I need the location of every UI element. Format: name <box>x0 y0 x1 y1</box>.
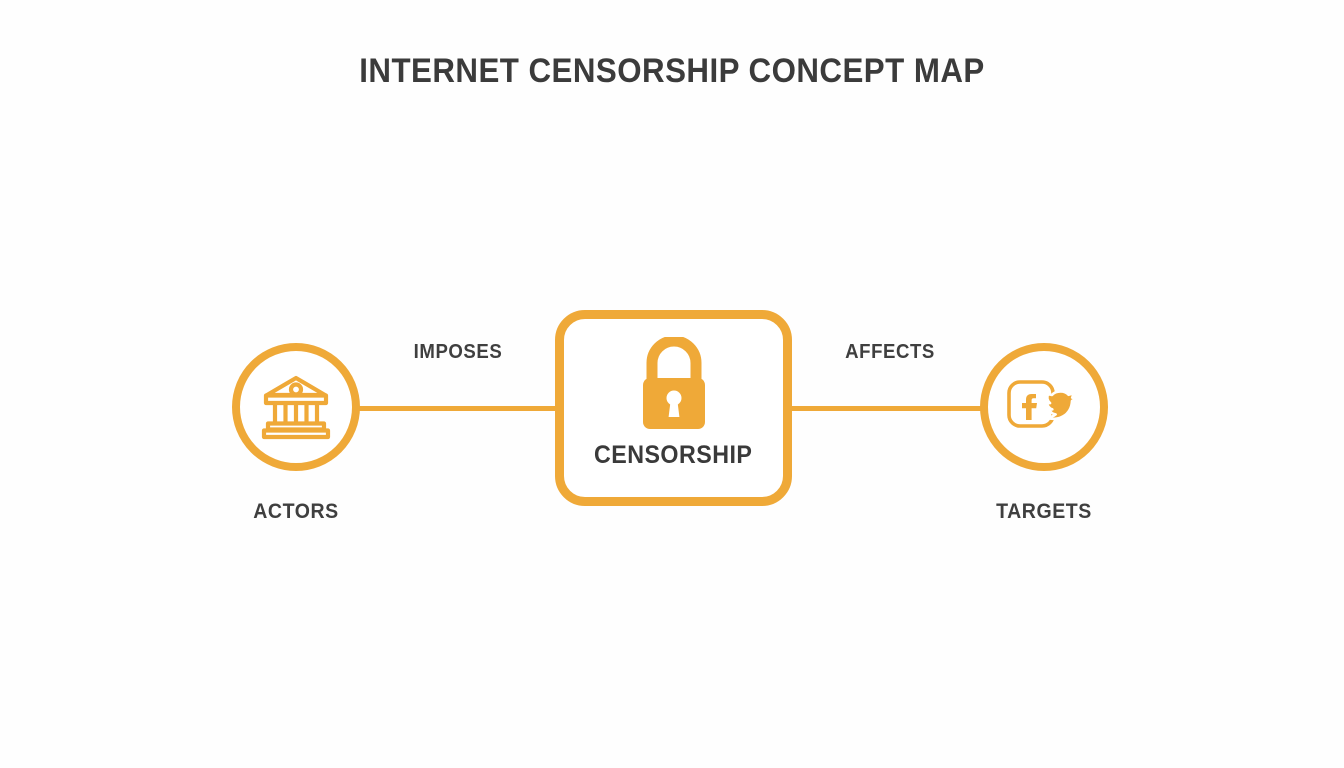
node-targets[interactable] <box>980 343 1108 471</box>
government-building-icon <box>259 373 333 441</box>
node-label-targets: TARGETS <box>996 500 1092 523</box>
edge-label-imposes: IMPOSES <box>413 341 503 363</box>
edge-label-affects: AFFECTS <box>845 341 935 363</box>
social-media-icon <box>1005 375 1083 439</box>
page-title: INTERNET CENSORSHIP CONCEPT MAP <box>359 52 985 90</box>
edge-line-censorship-targets <box>790 406 988 411</box>
padlock-icon <box>639 335 709 433</box>
node-actors[interactable] <box>232 343 360 471</box>
edge-line-actors-censorship <box>358 406 558 411</box>
node-label-censorship: CENSORSHIP <box>594 441 753 469</box>
node-censorship[interactable]: CENSORSHIP <box>555 310 792 506</box>
node-label-actors: ACTORS <box>253 500 339 523</box>
